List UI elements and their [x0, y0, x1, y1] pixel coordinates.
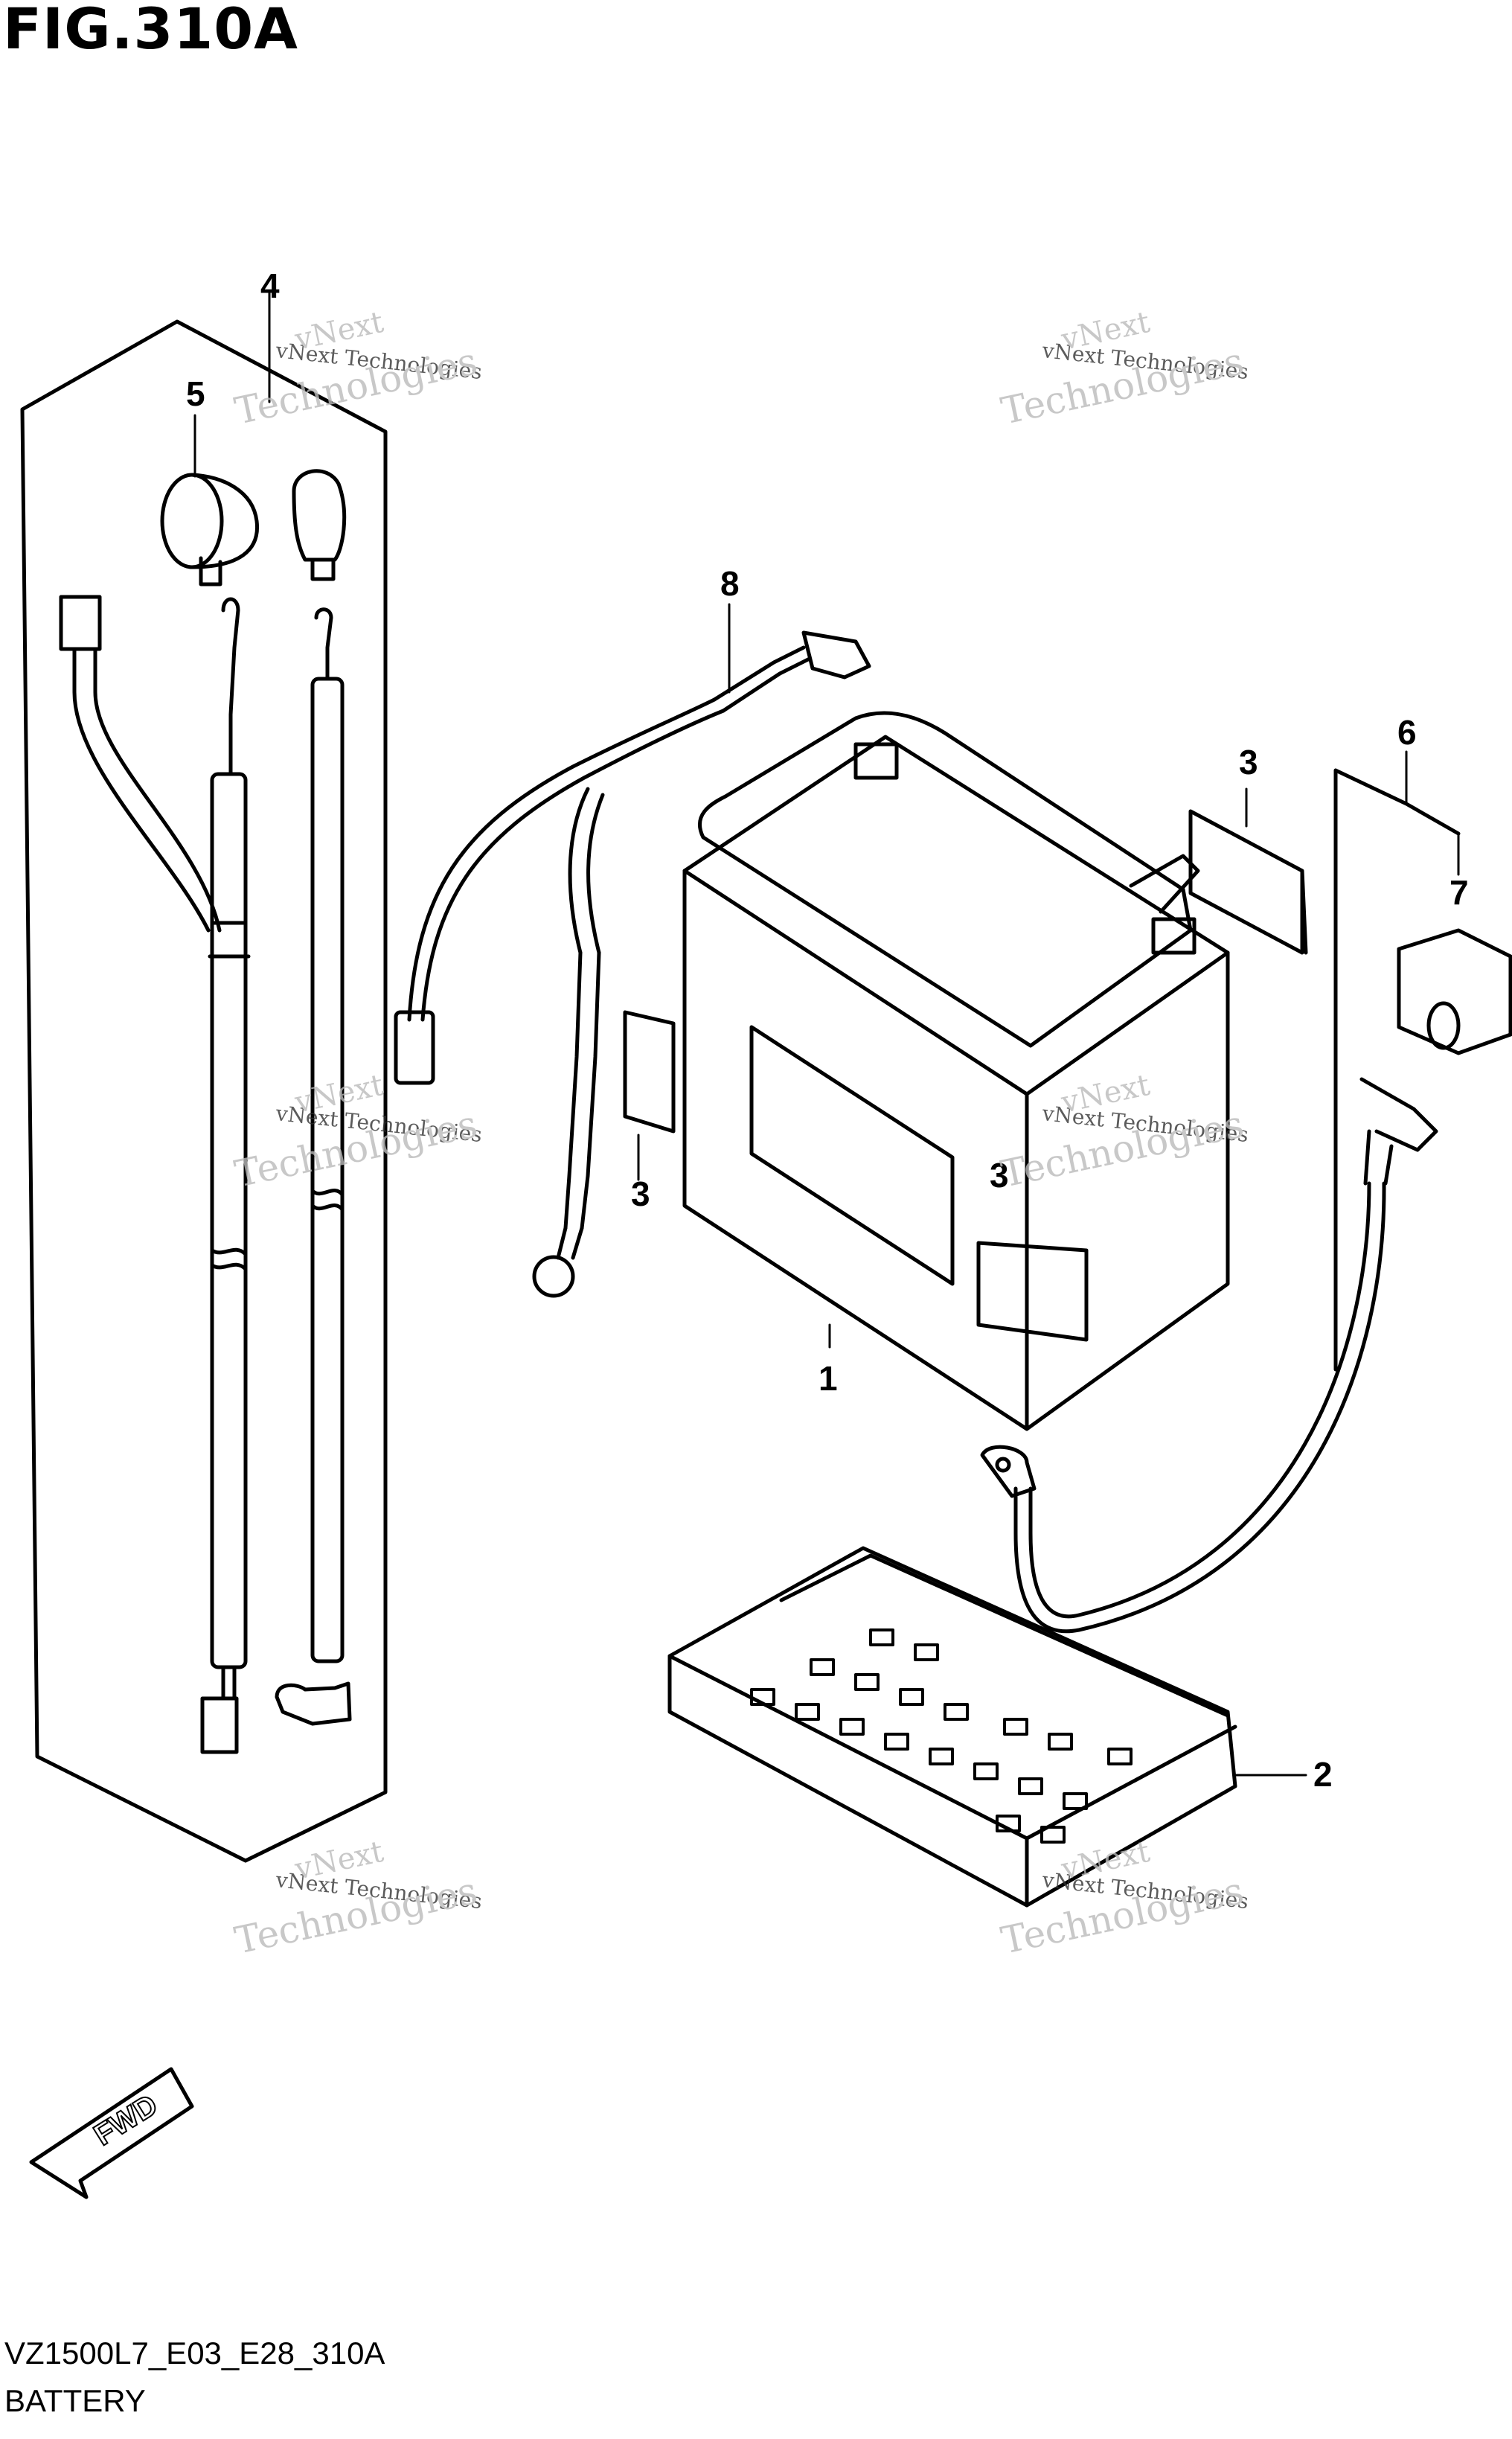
- pad-part-3-front: [976, 1241, 1089, 1342]
- watermark-5: vNext Technologies vNext Technologies: [231, 1835, 483, 1963]
- fwd-arrow: [29, 2067, 194, 2199]
- callout-5: 5: [186, 374, 205, 413]
- leader-lines: [193, 292, 1460, 1777]
- pad-part-3-left: [623, 1010, 676, 1134]
- battery-tray-part-2: [667, 1546, 1237, 1908]
- harness-kit-outline: [20, 319, 388, 1863]
- watermark-2: vNext Technologies vNext Technologies: [997, 305, 1249, 433]
- diagram-name: BATTERY: [4, 2383, 146, 2418]
- callout-3-left: 3: [631, 1174, 650, 1213]
- terminal-boot: [292, 469, 347, 581]
- callout-7: 7: [1449, 873, 1469, 912]
- callout-6: 6: [1397, 713, 1417, 752]
- sub-harness-left: [59, 595, 251, 1754]
- callout-4: 4: [260, 266, 280, 305]
- diagram-code: VZ1500L7_E03_E28_310A: [4, 2336, 385, 2371]
- callout-8: 8: [720, 564, 740, 603]
- battery-cable-part-8: [394, 630, 871, 1298]
- battery-cable-part-6: [980, 1077, 1438, 1634]
- sub-harness-right: [275, 607, 352, 1726]
- watermark-3: vNext Technologies vNext Technologies: [231, 1068, 483, 1196]
- callout-2: 2: [1313, 1755, 1333, 1794]
- cap-part-7: [1397, 928, 1512, 1055]
- battery-part-1: [682, 711, 1230, 1431]
- callout-3-front: 3: [990, 1156, 1009, 1195]
- figure-title: FIG.310A: [3, 0, 298, 62]
- pad-part-3-top: [1188, 809, 1308, 955]
- callout-1: 1: [819, 1359, 838, 1398]
- harness-kit-part-6-outline: [1333, 768, 1461, 1372]
- callout-3-top: 3: [1239, 743, 1258, 781]
- terminal-cap-part-5: [160, 473, 260, 586]
